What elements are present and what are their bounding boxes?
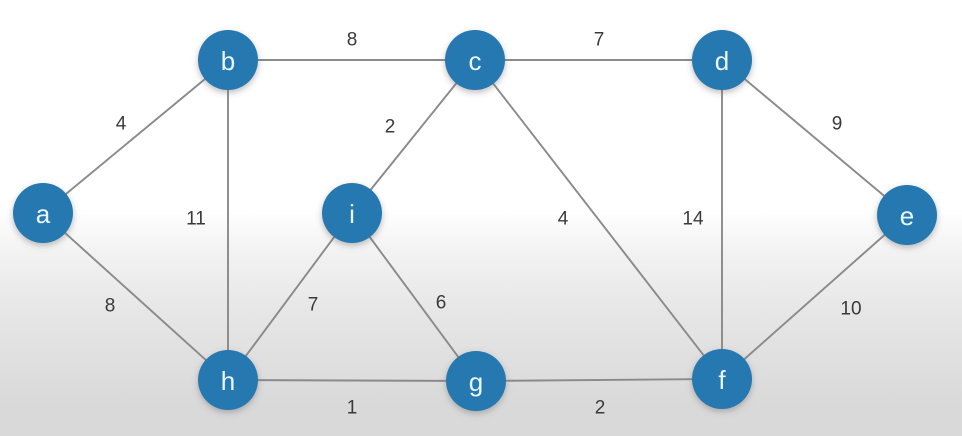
node-label-e: e — [900, 201, 914, 231]
node-circle-g[interactable] — [446, 351, 506, 411]
edge-weight-c-f: 4 — [558, 209, 569, 230]
edge-g-h — [256, 379, 448, 382]
node-label-i: i — [349, 199, 355, 229]
node-label-a: a — [36, 199, 51, 229]
graph-node-h[interactable]: h — [198, 350, 258, 410]
edge-weight-d-f: 14 — [682, 209, 704, 230]
graph-node-e[interactable]: e — [877, 185, 937, 245]
node-circle-a[interactable] — [13, 183, 73, 243]
edge-e-f — [742, 233, 887, 361]
node-label-g: g — [469, 367, 483, 397]
graph-node-f[interactable]: f — [692, 349, 752, 409]
graph-node-g[interactable]: g — [446, 351, 506, 411]
node-circle-d[interactable] — [692, 30, 752, 90]
edge-a-b — [64, 77, 207, 196]
graph-node-c[interactable]: c — [445, 30, 505, 90]
node-circle-h[interactable] — [198, 350, 258, 410]
node-circle-f[interactable] — [692, 349, 752, 409]
edge-h-i — [244, 235, 336, 358]
node-label-h: h — [221, 366, 235, 396]
edge-g-i — [368, 235, 460, 359]
edge-weight-g-i: 6 — [436, 293, 447, 314]
edge-weight-b-h: 11 — [186, 209, 206, 230]
edge-c-i — [369, 81, 458, 192]
edge-weight-h-i: 7 — [308, 295, 319, 316]
node-circle-e[interactable] — [877, 185, 937, 245]
edge-weight-a-h: 8 — [105, 296, 116, 317]
edge-weight-f-g: 2 — [595, 398, 606, 419]
edge-weight-e-f: 10 — [840, 299, 861, 320]
edge-weight-d-e: 9 — [832, 114, 843, 135]
graph-node-b[interactable]: b — [198, 30, 258, 90]
node-label-b: b — [221, 46, 235, 76]
edge-weight-b-c: 8 — [347, 30, 358, 51]
node-label-f: f — [718, 365, 726, 395]
graph-node-d[interactable]: d — [692, 30, 752, 90]
node-circle-b[interactable] — [198, 30, 258, 90]
node-label-d: d — [715, 46, 729, 76]
edge-weights-layer: 4 8 8 11 7 2 4 9 14 10 2 1 6 7 — [105, 30, 862, 419]
edge-a-h — [63, 231, 208, 362]
nodes-layer: a b c d e f g h i — [13, 30, 937, 411]
edge-f-g — [504, 378, 694, 382]
graph-node-a[interactable]: a — [13, 183, 73, 243]
edge-weight-c-d: 7 — [594, 30, 605, 51]
node-label-c: c — [469, 46, 482, 76]
node-circle-c[interactable] — [445, 30, 505, 90]
edge-weight-g-h: 1 — [347, 398, 358, 419]
edge-d-e — [743, 77, 886, 198]
graph-node-i[interactable]: i — [322, 183, 382, 243]
edges-layer — [63, 59, 887, 382]
edge-c-f — [491, 81, 706, 358]
node-circle-i[interactable] — [322, 183, 382, 243]
edge-weight-a-b: 4 — [116, 114, 127, 135]
edge-weight-c-i: 2 — [385, 117, 396, 138]
